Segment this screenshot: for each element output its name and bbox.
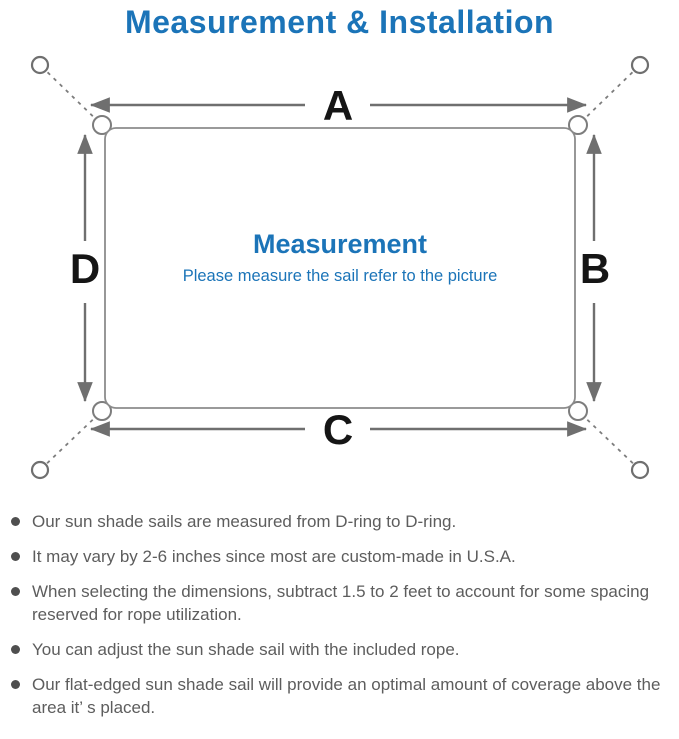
measurement-diagram: A C D B Measurement Please measure the — [0, 43, 679, 493]
sail-rectangle — [104, 127, 576, 409]
bullet-dot-icon — [11, 517, 20, 526]
bullet-dot-icon — [11, 680, 20, 689]
dimension-label-c: C — [323, 406, 353, 453]
rope-dashed-line-top-right — [574, 64, 641, 129]
note-item: When selecting the dimensions, subtract … — [11, 580, 671, 626]
bullet-dot-icon — [11, 552, 20, 561]
rope-dashed-line-bottom-left — [39, 407, 106, 471]
anchor-point-circle-top-right — [630, 55, 650, 75]
d-ring-top-left — [92, 115, 112, 135]
page-title: Measurement & Installation — [124, 4, 555, 40]
anchor-point-circle-top-left — [30, 55, 50, 75]
note-item: You can adjust the sun shade sail with t… — [11, 638, 671, 661]
installation-notes-list: Our sun shade sails are measured from D-… — [0, 493, 679, 719]
note-text: When selecting the dimensions, subtract … — [32, 582, 650, 624]
note-text: Our sun shade sails are measured from D-… — [32, 512, 457, 531]
note-text: You can adjust the sun shade sail with t… — [32, 640, 460, 659]
note-item: Our flat-edged sun shade sail will provi… — [11, 673, 671, 719]
bullet-dot-icon — [11, 587, 20, 596]
dimension-label-b: B — [580, 245, 610, 292]
anchor-point-circle-bottom-left — [30, 460, 50, 480]
d-ring-bottom-left — [92, 401, 112, 421]
bullet-dot-icon — [11, 645, 20, 654]
note-item: It may vary by 2-6 inches since most are… — [11, 545, 671, 568]
rope-dashed-line-top-left — [39, 64, 106, 129]
sail-diagram-canvas: A C D B — [30, 55, 650, 480]
note-item: Our sun shade sails are measured from D-… — [11, 510, 671, 533]
note-text: It may vary by 2-6 inches since most are… — [32, 547, 516, 566]
rope-dashed-line-bottom-right — [574, 407, 641, 471]
dimension-label-d: D — [70, 245, 100, 292]
note-text: Our flat-edged sun shade sail will provi… — [32, 675, 661, 717]
anchor-point-circle-bottom-right — [630, 460, 650, 480]
d-ring-bottom-right — [568, 401, 588, 421]
d-ring-top-right — [568, 115, 588, 135]
dimension-label-a: A — [323, 82, 353, 129]
